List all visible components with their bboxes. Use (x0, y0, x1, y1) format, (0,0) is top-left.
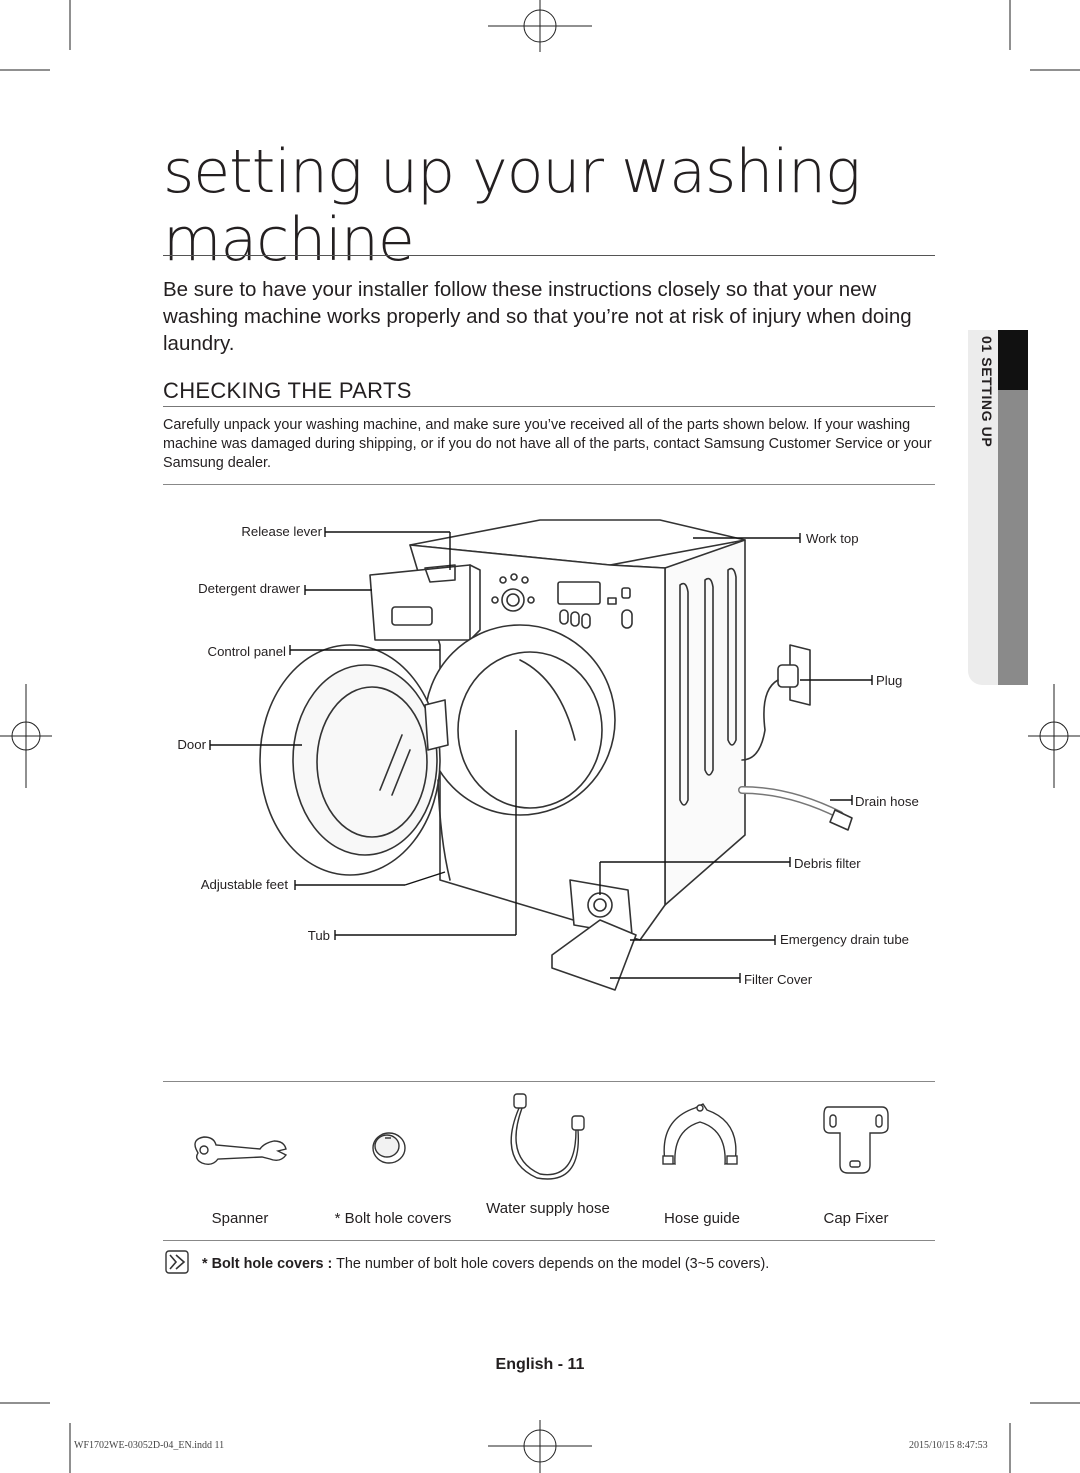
hose-guide-icon (662, 1103, 738, 1165)
page-number: English - 11 (495, 1356, 585, 1373)
intro-paragraph: Be sure to have your installer follow th… (163, 278, 912, 355)
water-supply-hose-icon (510, 1093, 585, 1180)
note-body: The number of bolt hole covers depends o… (332, 1256, 770, 1272)
label-detergent-drawer: Detergent drawer (198, 581, 300, 596)
note-bold: * Bolt hole covers : (202, 1256, 333, 1272)
accessory-label-bolt-hole-covers: * Bolt hole covers (334, 1210, 452, 1227)
accessory-label-spanner: Spanner (211, 1210, 269, 1227)
section-divider (163, 406, 935, 407)
accessory-label-cap-fixer: Cap Fixer (823, 1210, 889, 1227)
accessory-label-hose-guide: Hose guide (664, 1210, 740, 1227)
label-door: Door (177, 737, 206, 752)
accessory-label-water-supply-hose: Water supply hose (486, 1200, 610, 1217)
label-release-lever: Release lever (241, 524, 322, 539)
spanner-icon (194, 1136, 288, 1166)
title-divider (163, 255, 935, 256)
page-title: setting up your washing machine (163, 137, 861, 275)
label-emergency-drain-tube: Emergency drain tube (780, 932, 910, 947)
label-tub: Tub (307, 928, 330, 943)
section-heading: CHECKING THE PARTS (163, 378, 412, 403)
note-text: * Bolt hole covers : The number of bolt … (202, 1256, 769, 1272)
label-control-panel: Control panel (207, 644, 286, 659)
label-adjustable-feet: Adjustable feet (200, 877, 288, 892)
side-tab-label: 01 SETTING UP (979, 336, 995, 448)
side-tab-bar (998, 390, 1028, 685)
accessories-top-rule (163, 1081, 935, 1082)
label-work-top: Work top (806, 531, 859, 546)
label-debris-filter: Debris filter (794, 856, 861, 871)
side-tab-marker (998, 330, 1028, 390)
washing-machine-diagram (209, 519, 873, 991)
footer-timestamp: 2015/10/15 8:47:53 (909, 1440, 988, 1451)
label-filter-cover: Filter Cover (744, 972, 813, 987)
footer-filename: WF1702WE-03052D-04_EN.indd 11 (74, 1440, 225, 1451)
cap-fixer-icon (823, 1106, 889, 1174)
accessories-bottom-rule (163, 1240, 935, 1241)
diagram-top-rule (163, 484, 935, 485)
note-icon (165, 1250, 189, 1274)
bolt-hole-cover-icon (372, 1132, 406, 1164)
side-tab (968, 330, 998, 685)
label-drain-hose: Drain hose (855, 794, 919, 809)
label-plug: Plug (876, 673, 903, 688)
section-body: Carefully unpack your washing machine, a… (163, 417, 932, 471)
